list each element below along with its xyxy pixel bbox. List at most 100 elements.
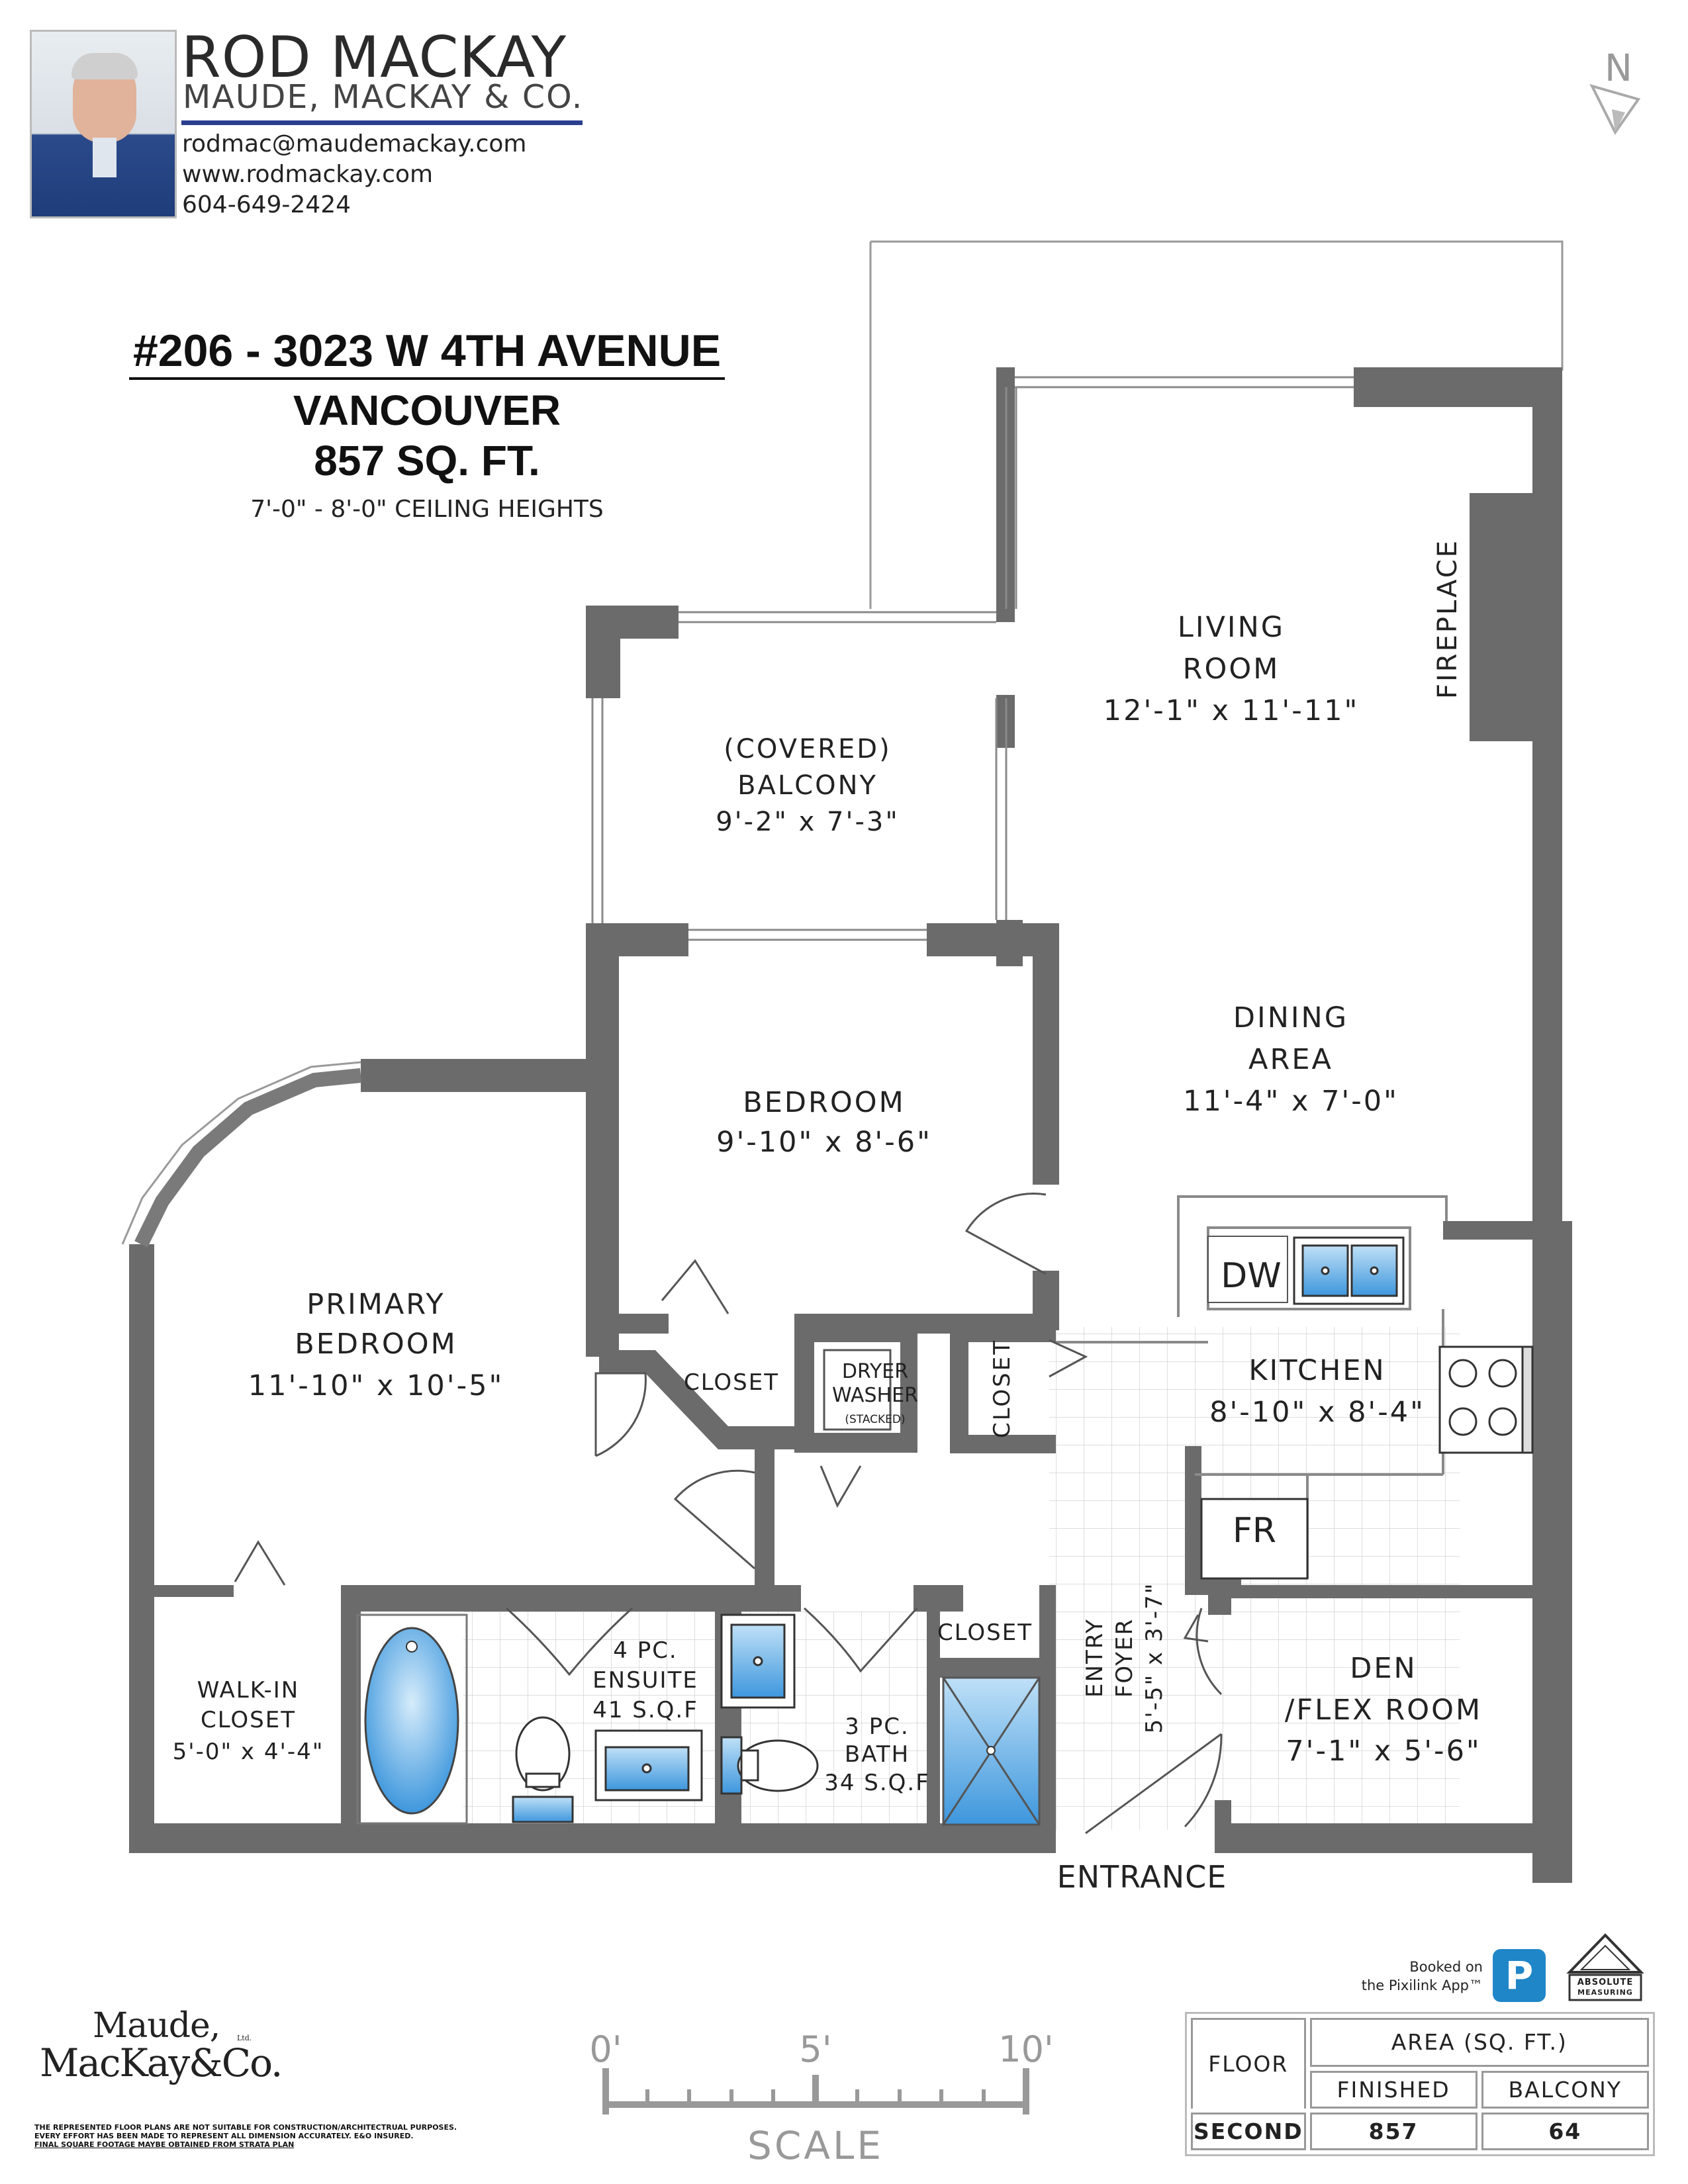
listing-address: #206 - 3023 W 4TH AVENUE [128, 327, 726, 381]
dishwasher [1207, 1236, 1288, 1303]
absolute-measuring-icon [1566, 1933, 1644, 2001]
den-label-1: DEN [1350, 1652, 1417, 1685]
walkin-dims: 5'-0" x 4'-4" [173, 1739, 324, 1765]
booking-line2: the Pixilink App™ [1361, 1978, 1483, 1993]
laundry-note: (STACKED) [845, 1413, 905, 1426]
ensuite-label-2: ENSUITE [592, 1667, 698, 1694]
closet2-label: CLOSET [989, 1339, 1015, 1438]
ensuite-area: 41 S.Q.F [592, 1697, 698, 1723]
listing-title-block: #206 - 3023 W 4TH AVENUE VANCOUVER 857 S… [86, 327, 768, 523]
dining-dims: 11'-4" x 7'-0" [1183, 1085, 1399, 1118]
walkin-label-2: CLOSET [201, 1707, 296, 1733]
brand-ltd: Ltd. [237, 2034, 252, 2042]
laundry-box [823, 1349, 892, 1431]
compass-icon: N [1589, 47, 1641, 135]
entrance-label: ENTRANCE [1057, 1859, 1227, 1895]
compass-label: N [1605, 47, 1632, 90]
brand-logo: Maude, MacKay&Co. Ltd. [40, 2006, 283, 2083]
dining-label-2: AREA [1248, 1043, 1333, 1076]
agent-rule [181, 120, 583, 125]
fireplace-label: FIREPLACE [1432, 539, 1463, 699]
bath-label-2: BATH [845, 1741, 910, 1768]
logo-line1: ABSOLUTE [1577, 1978, 1634, 1987]
logo-line2: MEASURING [1577, 1988, 1633, 1997]
booking-line1: Booked on [1409, 1959, 1483, 1975]
primary-label-1: PRIMARY [306, 1288, 445, 1321]
living-label-1: LIVING [1178, 611, 1285, 644]
ensuite-toilet [512, 1716, 574, 1823]
kitchen-label: KITCHEN [1248, 1354, 1385, 1387]
laundry-label-1: DRYER [842, 1360, 908, 1383]
balcony-value: 64 [1481, 2112, 1649, 2150]
terrace-outline [869, 240, 1564, 609]
floor-header: FLOOR [1191, 2018, 1306, 2109]
balcony-label-1: (COVERED) [724, 734, 891, 764]
bath-label-1: 3 PC. [845, 1713, 910, 1740]
area-header: AREA (SQ. FT.) [1309, 2018, 1649, 2067]
listing-city: VANCOUVER [293, 387, 561, 435]
fridge [1200, 1498, 1309, 1580]
balcony-dims: 9'-2" x 7'-3" [716, 807, 900, 837]
area-table-frame: FLOOR AREA (SQ. FT.) FINISHED BALCONY SE… [1185, 2012, 1655, 2156]
balcony-label-2: BALCONY [737, 770, 878, 801]
den-label-2: /FLEX ROOM [1285, 1694, 1482, 1727]
fr-label: FR [1233, 1511, 1276, 1551]
windows [121, 376, 1354, 1248]
agent-phone[interactable]: 604-649-2424 [182, 191, 352, 218]
primary-label-2: BEDROOM [295, 1328, 457, 1361]
scale-tick-10: 10' [998, 2028, 1054, 2070]
walls [129, 367, 1572, 1883]
scale-bar [602, 2068, 1029, 2115]
bedroom-label: BEDROOM [743, 1086, 905, 1119]
doors [234, 1193, 1223, 1835]
finished-value: 857 [1309, 2112, 1477, 2150]
walkin-label-1: WALK-IN [197, 1677, 299, 1704]
area-table: FLOOR AREA (SQ. FT.) FINISHED BALCONY SE… [1187, 2014, 1653, 2154]
absolute-measuring-logo: ABSOLUTE MEASURING [1566, 1931, 1645, 2003]
bath-toilet [720, 1736, 819, 1795]
living-label-2: ROOM [1183, 653, 1280, 686]
ensuite-label-1: 4 PC. [613, 1637, 678, 1664]
brand-line1: Maude, [93, 2006, 220, 2046]
listing-size: 857 SQ. FT. [314, 436, 540, 484]
bathtub [364, 1627, 459, 1815]
agent-email[interactable]: rodmac@maudemackay.com [182, 130, 527, 158]
disclaimer-line2: EVERY EFFORT HAS BEEN MADE TO REPRESENT … [34, 2132, 414, 2140]
primary-dims: 11'-10" x 10'-5" [248, 1369, 504, 1402]
foyer-label-2: FOYER [1111, 1618, 1138, 1698]
agent-photo [30, 30, 177, 218]
disclaimer: THE REPRESENTED FLOOR PLANS ARE NOT SUIT… [34, 2123, 471, 2149]
foyer-label-1: ENTRY [1082, 1618, 1108, 1698]
stove [1438, 1345, 1534, 1454]
foyer-dims: 5'-5" x 3'-7" [1141, 1582, 1168, 1734]
balcony-header: BALCONY [1481, 2070, 1649, 2109]
bedroom-dims: 9'-10" x 8'-6" [716, 1126, 932, 1159]
agent-company: MAUDE, MACKAY & CO. [183, 78, 584, 116]
pixilink-p-icon: P [1493, 1949, 1546, 2002]
agent-name: ROD MACKAY [181, 24, 567, 91]
disclaimer-line1: THE REPRESENTED FLOOR PLANS ARE NOT SUIT… [34, 2123, 457, 2132]
scale-label: SCALE [747, 2123, 884, 2168]
scale-tick-5: 5' [799, 2028, 831, 2070]
agent-website[interactable]: www.rodmackay.com [182, 161, 434, 188]
floor-value: SECOND [1191, 2112, 1306, 2150]
dw-label: DW [1221, 1256, 1281, 1296]
ensuite-sink [594, 1729, 703, 1801]
bath-sink [720, 1614, 796, 1709]
bath-area: 34 S.Q.F [824, 1770, 930, 1796]
closet1-label: CLOSET [684, 1369, 779, 1396]
brand-line2: MacKay&Co. [40, 2040, 283, 2085]
den-dims: 7'-1" x 5'-6" [1286, 1735, 1481, 1768]
shower-drain [986, 1746, 996, 1755]
bathtub-frame [356, 1614, 468, 1825]
finished-header: FINISHED [1309, 2070, 1477, 2109]
kitchen-dims: 8'-10" x 8'-4" [1209, 1396, 1425, 1429]
listing-ceilings: 7'-0" - 8'-0" CEILING HEIGHTS [250, 495, 604, 523]
tub-drain [406, 1641, 418, 1653]
laundry-label-2: WASHER [832, 1384, 918, 1407]
living-dims: 12'-1" x 11'-11" [1103, 694, 1360, 727]
kitchen-sink [1293, 1236, 1405, 1305]
disclaimer-line3: FINAL SQUARE FOOTAGE MAYBE OBTAINED FROM… [34, 2140, 295, 2149]
dining-label-1: DINING [1233, 1001, 1348, 1034]
